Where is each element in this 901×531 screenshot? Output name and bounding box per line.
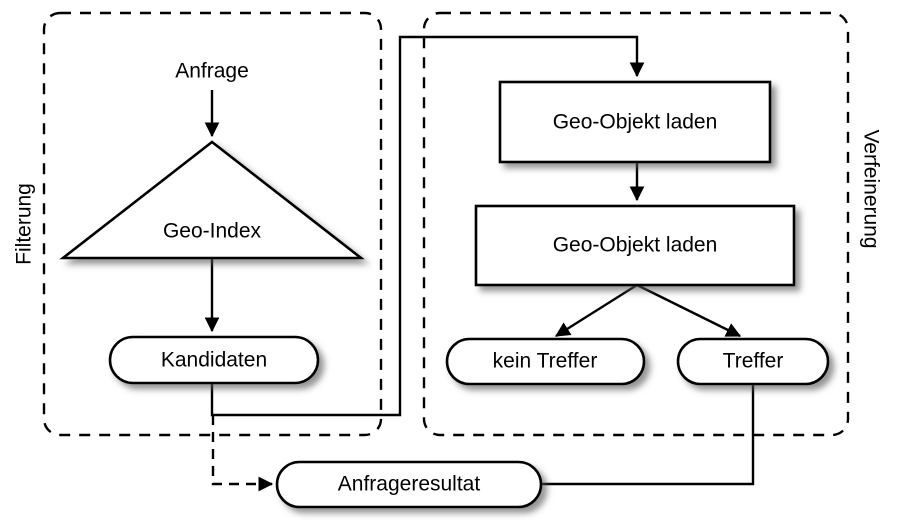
kein-treffer-shape [445, 337, 646, 386]
node-anfrage: Anfrage [175, 60, 249, 83]
filterung-label: Filterung [13, 183, 36, 265]
geo-index-triangle [59, 140, 365, 260]
edge-geo-objekt-laden-2-to-treffer [636, 283, 742, 338]
node-geo-objekt-laden-2: Geo-Objekt laden [474, 204, 796, 287]
anfrageresultat-shape [275, 460, 543, 509]
node-anfrageresultat: Anfrageresultat [275, 460, 543, 509]
node-kein-treffer: kein Treffer [445, 337, 646, 386]
geo-objekt-laden-2-shape [474, 204, 796, 287]
node-kandidaten: Kandidaten [108, 335, 320, 385]
edge-treffer-to-anfrageresultat [541, 383, 755, 486]
geo-objekt-laden-1-label: Geo-Objekt laden [553, 111, 718, 134]
node-geo-index: Geo-Index [59, 140, 365, 260]
verfeinerung-label: Verfeinerung [859, 129, 882, 248]
geo-objekt-laden-1-shape [498, 80, 772, 164]
group-box-verfeinerung: Verfeinerung [422, 11, 882, 437]
verfeinerung-dashed-border [422, 11, 850, 437]
edge-geo-objekt-laden-2-to-kein-treffer [554, 283, 638, 338]
kandidaten-label: Kandidaten [161, 349, 267, 372]
kein-treffer-label: kein Treffer [493, 350, 598, 373]
treffer-shape [676, 337, 830, 386]
group-box-filterung: Filterung [13, 11, 383, 437]
filterung-dashed-border [42, 11, 383, 437]
node-treffer: Treffer [676, 337, 830, 386]
node-geo-objekt-laden-1: Geo-Objekt laden [498, 80, 772, 164]
geo-index-label: Geo-Index [163, 220, 262, 243]
geo-objekt-laden-2-label: Geo-Objekt laden [553, 234, 718, 257]
edge-kandidaten-to-anfrageresultat [211, 415, 274, 492]
edge-kandidaten-to-geo-objekt-laden-1 [210, 35, 645, 417]
kandidaten-shape [108, 335, 320, 385]
anfrageresultat-label: Anfrageresultat [338, 473, 481, 496]
treffer-label: Treffer [723, 350, 784, 373]
